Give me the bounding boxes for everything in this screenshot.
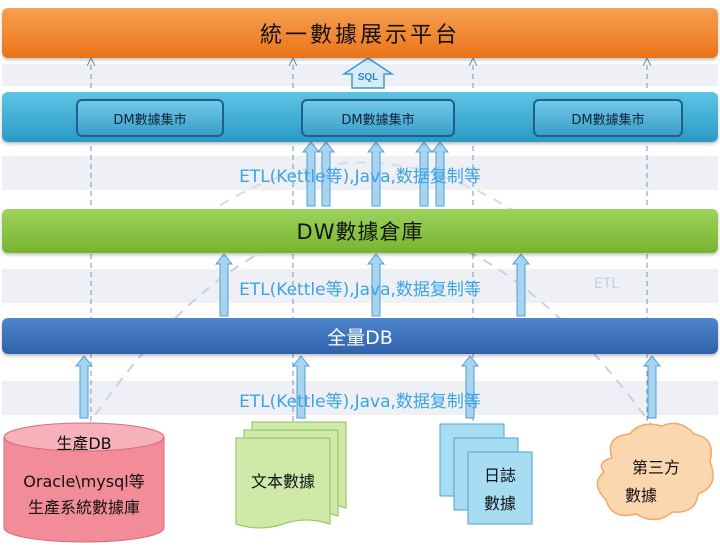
dm-mart-1: DM數據集市 [76,99,224,137]
dm-mart-2: DM數據集市 [301,99,455,137]
text-data-label: 文本數據 [250,472,315,491]
dm-mart-3: DM數據集市 [533,99,683,137]
full-db-title: 全量DB [327,326,393,349]
etl-label-top: ETL(Kettle等),Java,数据复制等 [239,167,481,187]
dm-mart-3-label: DM數據集市 [571,112,645,128]
log-data-line2: 數據 [483,494,516,513]
full-db-layer: 全量DB [2,318,718,354]
production-db-title: 生產DB [56,434,112,453]
production-db-cylinder [3,422,165,543]
dw-title: DW數據倉庫 [296,220,424,244]
log-data-line1: 日誌 [483,466,516,485]
log-document-stack [439,423,533,525]
third-party-cloud [596,422,714,521]
band-etl-bottom [2,381,718,415]
dw-warehouse: DW數據倉庫 [2,209,718,253]
dm-mart-1-label: DM數據集市 [113,112,187,128]
production-db-line2: 生產系統數據庫 [27,498,140,517]
band-etl-mid [2,269,718,303]
platform-title: 統一數據展示平台 [259,23,460,48]
etl-label-mid: ETL(Kettle等),Java,数据复制等 [239,280,481,300]
production-db-line1: Oracle\mysql等 [23,472,145,491]
etl-label-bottom: ETL(Kettle等),Java,数据复制等 [239,392,481,412]
sql-label: SQL [357,72,379,83]
sql-arrow [341,57,395,89]
up-arrows [74,141,662,419]
dm-mart-2-label: DM數據集市 [341,112,415,128]
unified-display-platform: 統一數據展示平台 [2,8,718,58]
etl-side-label: ETL [594,276,620,292]
third-party-line2: 數據 [624,486,657,505]
third-party-line1: 第三方 [631,458,680,477]
text-document-stack [235,421,347,529]
